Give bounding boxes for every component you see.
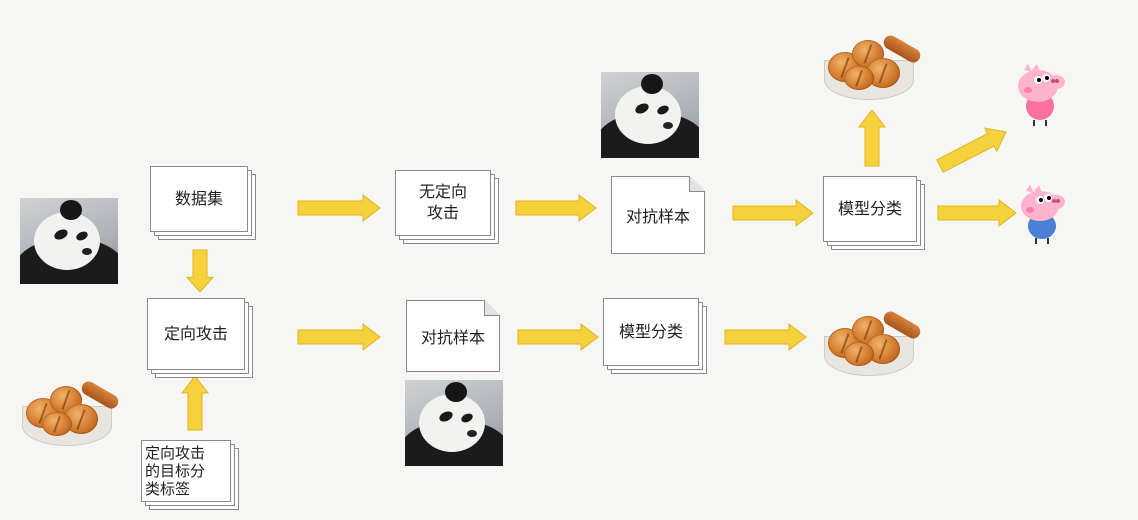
arrow-model-to-pink-pig (936, 127, 1007, 173)
adversarial-sample-bottom-label: 对抗样本 (420, 328, 485, 347)
arrow-model-to-bread (857, 109, 887, 167)
arrow-adv-to-model-bottom (517, 322, 599, 352)
bread-output-image-top (822, 32, 923, 100)
arrow-targeted-to-adv (297, 322, 381, 352)
pink-pig-icon (1018, 64, 1065, 126)
arrow-model-to-blue-pig (937, 198, 1017, 228)
bread-input-image (20, 378, 121, 446)
arrow-model-to-bread-bottom (724, 322, 807, 352)
model-classify-bottom-box: 模型分类 (603, 298, 707, 374)
target-label-line-1: 定向攻击 (145, 444, 206, 462)
adversarial-sample-top-label: 对抗样本 (625, 207, 690, 226)
arrow-dataset-to-untargeted (297, 193, 381, 223)
blue-pig-icon (1021, 185, 1065, 244)
panda-input-image (20, 198, 118, 284)
untargeted-attack-line-2: 攻击 (426, 203, 459, 222)
untargeted-attack-line-1: 无定向 (418, 182, 467, 202)
untargeted-attack-box: 无定向 攻击 (395, 170, 499, 244)
arrow-untargeted-to-adv (515, 193, 597, 223)
target-label-text: 定向攻击 的目标分 类标签 (141, 440, 231, 502)
panda-adversarial-image-top (601, 72, 699, 158)
arrow-label-to-targeted (180, 375, 210, 431)
target-label-line-3: 类标签 (145, 480, 191, 498)
doc-fold-corner (689, 176, 705, 192)
model-classify-top-box: 模型分类 (823, 176, 925, 250)
doc-fold-corner (484, 300, 500, 316)
panda-adversarial-image-bottom (405, 380, 503, 466)
target-label-box: 定向攻击 的目标分 类标签 (141, 440, 239, 510)
targeted-attack-label: 定向攻击 (147, 298, 245, 370)
untargeted-attack-label: 无定向 攻击 (395, 170, 491, 236)
model-classify-bottom-label: 模型分类 (603, 298, 699, 366)
dataset-label: 数据集 (150, 166, 248, 232)
arrow-dataset-to-targeted (185, 249, 215, 293)
bread-output-image-bottom (822, 308, 923, 376)
model-classify-top-label: 模型分类 (823, 176, 917, 242)
arrow-adv-to-model-top (732, 198, 814, 228)
targeted-attack-box: 定向攻击 (147, 298, 253, 378)
target-label-line-2: 的目标分 (145, 462, 206, 480)
dataset-box: 数据集 (150, 166, 256, 240)
